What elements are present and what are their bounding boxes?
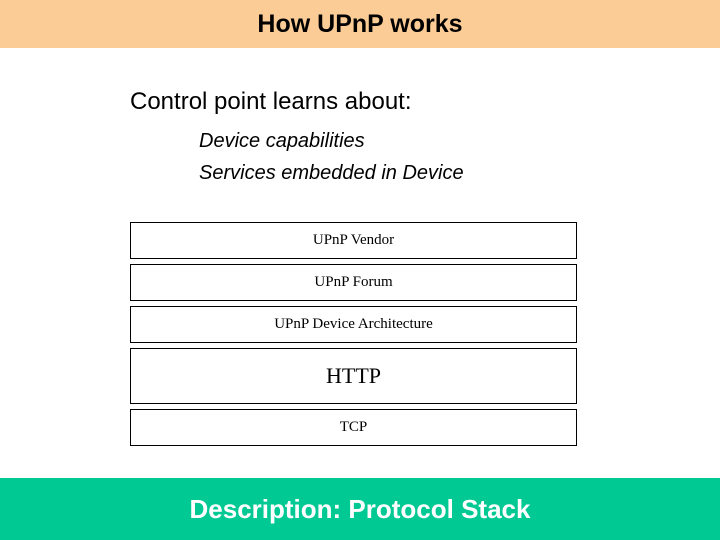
- slide-title: How UPnP works: [257, 10, 463, 38]
- stack-layer-upnp-forum: UPnP Forum: [130, 264, 577, 301]
- sub-line-services-embedded: Services embedded in Device: [199, 162, 464, 184]
- footer-band: Description: Protocol Stack: [0, 478, 720, 540]
- footer-caption: Description: Protocol Stack: [189, 494, 531, 524]
- stack-layer-upnp-device-architecture: UPnP Device Architecture: [130, 306, 577, 343]
- lead-line: Control point learns about:: [130, 88, 412, 115]
- stack-layer-tcp: TCP: [130, 409, 577, 446]
- protocol-stack-diagram: UPnP Vendor UPnP Forum UPnP Device Archi…: [130, 222, 577, 446]
- stack-layer-http: HTTP: [130, 348, 577, 404]
- stack-layer-upnp-vendor: UPnP Vendor: [130, 222, 577, 259]
- sub-line-device-capabilities: Device capabilities: [199, 130, 365, 152]
- title-band: How UPnP works: [0, 0, 720, 48]
